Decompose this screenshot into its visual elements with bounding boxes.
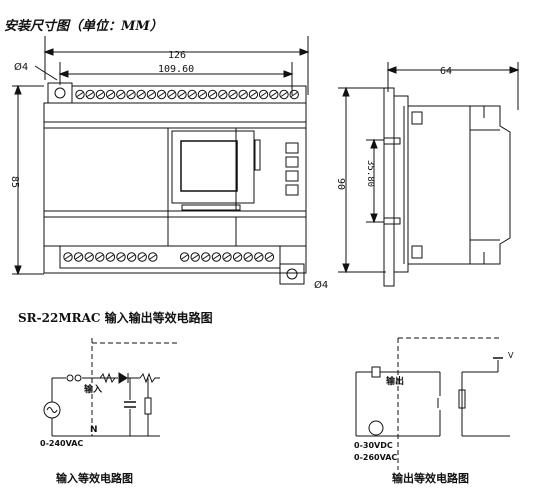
side-feature [411, 245, 423, 259]
terminal-screw [116, 252, 126, 262]
keypad-button [285, 142, 299, 154]
terminal-screw [167, 89, 177, 100]
terminal-screw [148, 252, 158, 262]
input-circuit-caption: 输入等效电路图 [56, 471, 133, 485]
dim-width-overall-label: 126 [168, 50, 186, 61]
drawing-lines [12, 36, 520, 470]
neutral-label: N [90, 425, 98, 435]
terminal-screw [238, 89, 248, 100]
dim-side-height-label: 90 [335, 178, 346, 190]
terminal-screw [201, 252, 211, 262]
terminal-screw [85, 89, 95, 100]
hole-leader-top [34, 65, 58, 81]
terminal-screw [258, 89, 269, 100]
terminal-screw [228, 89, 238, 100]
terminal-screw [177, 89, 187, 100]
display-panel [171, 130, 255, 204]
output-label: 输出 [386, 375, 404, 387]
output-circuit [355, 337, 510, 470]
page-title: 安装尺寸图（单位：MM） [4, 18, 163, 34]
terminal-screw [105, 252, 116, 262]
terminal-screw [116, 89, 126, 100]
terminal-screw [211, 252, 222, 262]
mount-hole-top [54, 87, 66, 99]
terminal-screw [95, 89, 106, 100]
lcd-screen [180, 140, 238, 192]
keypad-button [285, 184, 299, 196]
terminal-screw [197, 89, 208, 100]
terminal-screw [84, 252, 94, 262]
dim-depth-label: 64 [440, 66, 452, 77]
terminal-screw [243, 252, 253, 262]
terminal-screw [218, 89, 228, 100]
terminal-screw [156, 89, 167, 100]
terminal-screw [232, 252, 243, 262]
hole-bottom-label: Ø4 [314, 279, 328, 291]
terminal-screw [289, 89, 299, 100]
side-body [383, 87, 511, 287]
terminal-screw [95, 252, 105, 262]
terminal-screw [105, 89, 116, 100]
diagram-caption: SR-22MRAC 输入输出等效电路图 [18, 310, 213, 325]
din-clip-top [383, 137, 401, 145]
side-feature [411, 111, 423, 125]
din-clip-bottom [383, 217, 401, 225]
terminal-screw [269, 89, 279, 100]
v-label: V [508, 351, 514, 360]
terminal-screw [279, 89, 289, 100]
terminal-screw [146, 89, 157, 100]
top-terminal-strip [71, 85, 307, 104]
hole-top-label: Ø4 [14, 61, 28, 73]
terminal-screw [222, 252, 232, 262]
keypad-button [285, 156, 299, 168]
input-circuit [43, 338, 178, 437]
supply-label: 0-240VAC [40, 439, 83, 448]
terminal-screw [187, 89, 197, 100]
terminal-screw [264, 252, 275, 262]
mount-hole-bottom [286, 268, 298, 280]
terminal-screw [126, 89, 136, 100]
mount-tab-bottom [279, 263, 305, 285]
output-circuit-caption: 输出等效电路图 [392, 471, 469, 485]
indicator-slot [254, 139, 261, 171]
bottom-terminal-strip [59, 245, 281, 269]
ac-range-label: 0-260VAC [354, 453, 397, 462]
terminal-screw [207, 89, 218, 100]
terminal-screw [63, 252, 73, 262]
input-label: 输入 [84, 383, 102, 395]
keypad-button [285, 170, 299, 182]
terminal-screw [136, 89, 146, 100]
dim-rail-label: 35.80 [365, 160, 375, 187]
terminal-screw [248, 89, 259, 100]
terminal-screw [73, 252, 84, 262]
terminal-screw [126, 252, 137, 262]
terminal-screw [179, 252, 190, 262]
dim-height-label: 85 [9, 176, 20, 188]
terminal-screw [254, 252, 264, 262]
mount-tab-top [47, 82, 73, 104]
label-slot [181, 204, 241, 211]
terminal-screw [190, 252, 200, 262]
terminal-screw [137, 252, 147, 262]
terminal-screw [75, 89, 85, 100]
dc-range-label: 0-30VDC [354, 441, 393, 450]
dim-width-inner-label: 109.60 [158, 64, 194, 75]
